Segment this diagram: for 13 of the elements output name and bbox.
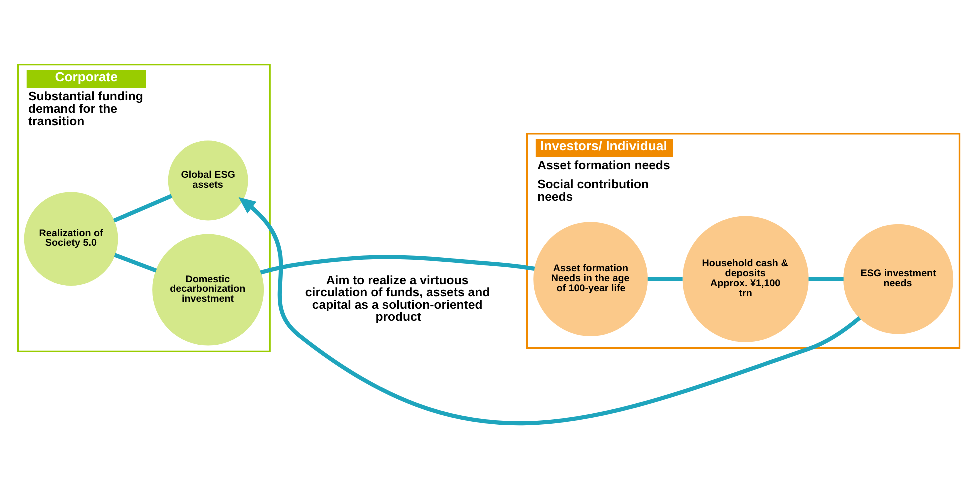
connector bbox=[808, 277, 844, 282]
connector bbox=[113, 194, 173, 223]
arrow bbox=[238, 197, 862, 426]
node-circle: Asset formation Needs in the age of 100-year life bbox=[534, 222, 648, 337]
node-circle: Realization of Society 5.0 bbox=[24, 192, 118, 286]
node-circle: ESG investment needs bbox=[844, 224, 954, 334]
connector bbox=[114, 253, 158, 273]
connector bbox=[260, 255, 536, 275]
node-circle: Global ESG assets bbox=[168, 140, 248, 221]
connector bbox=[648, 277, 683, 282]
node-circle: Household cash & deposits Approx. ¥1,100 trn bbox=[682, 216, 809, 342]
label: Aim to realize a virtuous circulation of funds, assets and capital as a solution-oriented product bbox=[305, 273, 490, 324]
node-circle: Domestic decarbonization investment bbox=[152, 234, 264, 346]
